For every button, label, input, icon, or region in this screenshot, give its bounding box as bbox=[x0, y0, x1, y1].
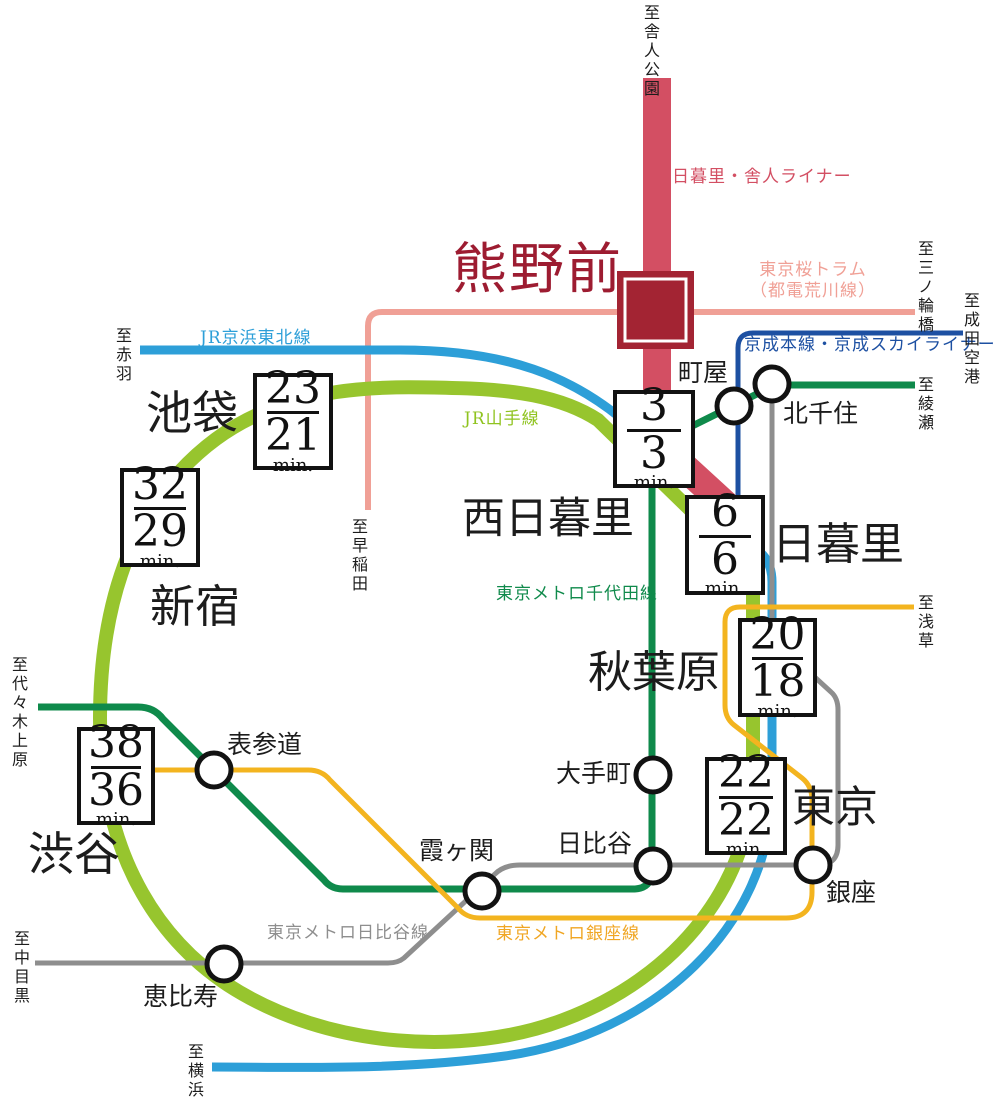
timebox-shibuya-top: 38 bbox=[88, 717, 144, 769]
line-label-tram-line1: 東京桜トラム bbox=[759, 260, 867, 280]
fraction-bar bbox=[699, 534, 751, 538]
hub-station-label: 熊野前 bbox=[452, 237, 624, 301]
timebox-nishi-nippori-top: 3 bbox=[640, 380, 668, 432]
kita-senju-station-circle bbox=[752, 364, 792, 404]
timebox-tokyo: 22 22 min. bbox=[705, 751, 787, 861]
timebox-tokyo-unit: min. bbox=[725, 839, 767, 861]
direction-label-waseda: 至早稲田 bbox=[349, 518, 368, 594]
direction-label-minowabashi: 至三ノ輪橋 bbox=[915, 240, 934, 335]
timebox-ikebukuro-top: 23 bbox=[265, 362, 321, 414]
yamanote-line bbox=[92, 380, 760, 1049]
timebox-shibuya-bottom: 36 bbox=[88, 764, 144, 816]
timebox-akihabara-bottom: 18 bbox=[749, 656, 806, 708]
station-label-hibiya: 日比谷 bbox=[557, 829, 633, 858]
line-label-tram: 東京桜トラム （都電荒川線） bbox=[750, 262, 876, 300]
direction-label-yokohama: 至横浜 bbox=[185, 1043, 204, 1100]
line-label-keisei: 京成本線・京成スカイライナー bbox=[744, 335, 996, 355]
timebox-nishi-nippori-unit: min. bbox=[633, 472, 675, 494]
timebox-akihabara-top: 20 bbox=[749, 608, 806, 660]
station-label-nippori: 日暮里 bbox=[772, 519, 904, 570]
timebox-nippori: 6 6 min. bbox=[685, 486, 765, 600]
timebox-akihabara: 20 18 min. bbox=[738, 608, 817, 722]
timebox-nippori-top: 6 bbox=[711, 486, 739, 538]
direction-label-yoyogi-uehara: 至代々木上原 bbox=[9, 656, 28, 770]
station-label-tokyo: 東京 bbox=[792, 783, 878, 833]
omotesando-station-circle bbox=[194, 750, 234, 790]
station-label-kasumigaseki: 霞ヶ関 bbox=[419, 836, 495, 865]
station-label-machiya: 町屋 bbox=[678, 358, 729, 387]
otemachi-station-circle bbox=[633, 755, 673, 795]
direction-label-akabane: 至赤羽 bbox=[113, 327, 132, 384]
timebox-shinjuku: 32 29 min. bbox=[120, 458, 200, 572]
line-label-tram-line2: （都電荒川線） bbox=[750, 281, 876, 301]
line-label-toneri-liner: 日暮里・舎人ライナー bbox=[672, 167, 852, 187]
ginza-station-circle bbox=[793, 845, 833, 885]
keisei-line bbox=[735, 330, 963, 500]
line-label-keihin-tohoku: JR京浜東北線 bbox=[200, 328, 312, 348]
fraction-bar bbox=[751, 657, 804, 661]
timebox-shibuya-unit: min. bbox=[95, 809, 137, 831]
fraction-bar bbox=[627, 428, 681, 432]
station-label-kita-senju: 北千住 bbox=[783, 399, 859, 428]
timebox-nishi-nippori: 3 3 min. bbox=[613, 384, 695, 494]
line-label-hibiya: 東京メトロ日比谷線 bbox=[267, 923, 429, 943]
station-label-omotesando: 表参道 bbox=[227, 730, 303, 759]
machiya-station-circle bbox=[714, 386, 754, 426]
timebox-shinjuku-unit: min. bbox=[139, 550, 181, 572]
timebox-nippori-bottom: 6 bbox=[711, 533, 739, 585]
kumanomae-station-marker-inner-border bbox=[623, 277, 688, 343]
direction-label-toneri-koen: 至舎人公園 bbox=[641, 4, 660, 99]
station-label-otemachi: 大手町 bbox=[556, 759, 632, 788]
direction-label-ayase: 至綾瀬 bbox=[915, 376, 934, 433]
timebox-nishi-nippori-bottom: 3 bbox=[640, 427, 668, 479]
station-label-nishi-nippori: 西日暮里 bbox=[462, 494, 634, 544]
station-label-ebisu: 恵比寿 bbox=[143, 982, 219, 1011]
timebox-ikebukuro-bottom: 21 bbox=[265, 410, 321, 462]
fraction-bar bbox=[134, 507, 186, 511]
keihin-tohoku-line bbox=[140, 345, 777, 1072]
line-label-yamanote: JR山手線 bbox=[464, 409, 540, 429]
timebox-nippori-unit: min. bbox=[704, 578, 746, 600]
station-label-ikebukuro: 池袋 bbox=[146, 386, 238, 440]
timebox-tokyo-top: 22 bbox=[718, 747, 774, 799]
station-label-akihabara: 秋葉原 bbox=[588, 647, 720, 698]
line-label-ginza: 東京メトロ銀座線 bbox=[496, 924, 640, 944]
direction-label-narita-airport: 至成田空港 bbox=[961, 292, 980, 387]
station-label-shibuya: 渋谷 bbox=[28, 827, 120, 881]
station-label-ginza: 銀座 bbox=[826, 878, 877, 907]
ebisu-station-circle bbox=[204, 944, 244, 984]
timebox-shinjuku-top: 32 bbox=[132, 458, 188, 510]
kasumigaseki-station-circle bbox=[462, 871, 502, 911]
kumanomae-station-marker bbox=[617, 271, 694, 349]
timebox-tokyo-bottom: 22 bbox=[718, 794, 774, 846]
tram-line bbox=[365, 309, 915, 510]
timebox-shinjuku-bottom: 29 bbox=[132, 506, 188, 558]
timebox-ikebukuro: 23 21 min. bbox=[253, 366, 333, 474]
fraction-bar bbox=[90, 765, 142, 769]
timebox-shibuya: 38 36 min. bbox=[77, 721, 155, 831]
fraction-bar bbox=[719, 795, 773, 799]
line-label-chiyoda: 東京メトロ千代田線 bbox=[496, 584, 658, 604]
timebox-ikebukuro-unit: min. bbox=[272, 454, 314, 476]
hibiya-station-circle bbox=[633, 846, 673, 886]
station-label-shinjuku: 新宿 bbox=[150, 580, 241, 633]
timebox-akihabara-unit: min. bbox=[757, 700, 798, 722]
fraction-bar bbox=[267, 411, 319, 415]
direction-label-naka-meguro: 至中目黒 bbox=[11, 930, 30, 1006]
direction-label-asakusa: 至浅草 bbox=[915, 594, 934, 651]
